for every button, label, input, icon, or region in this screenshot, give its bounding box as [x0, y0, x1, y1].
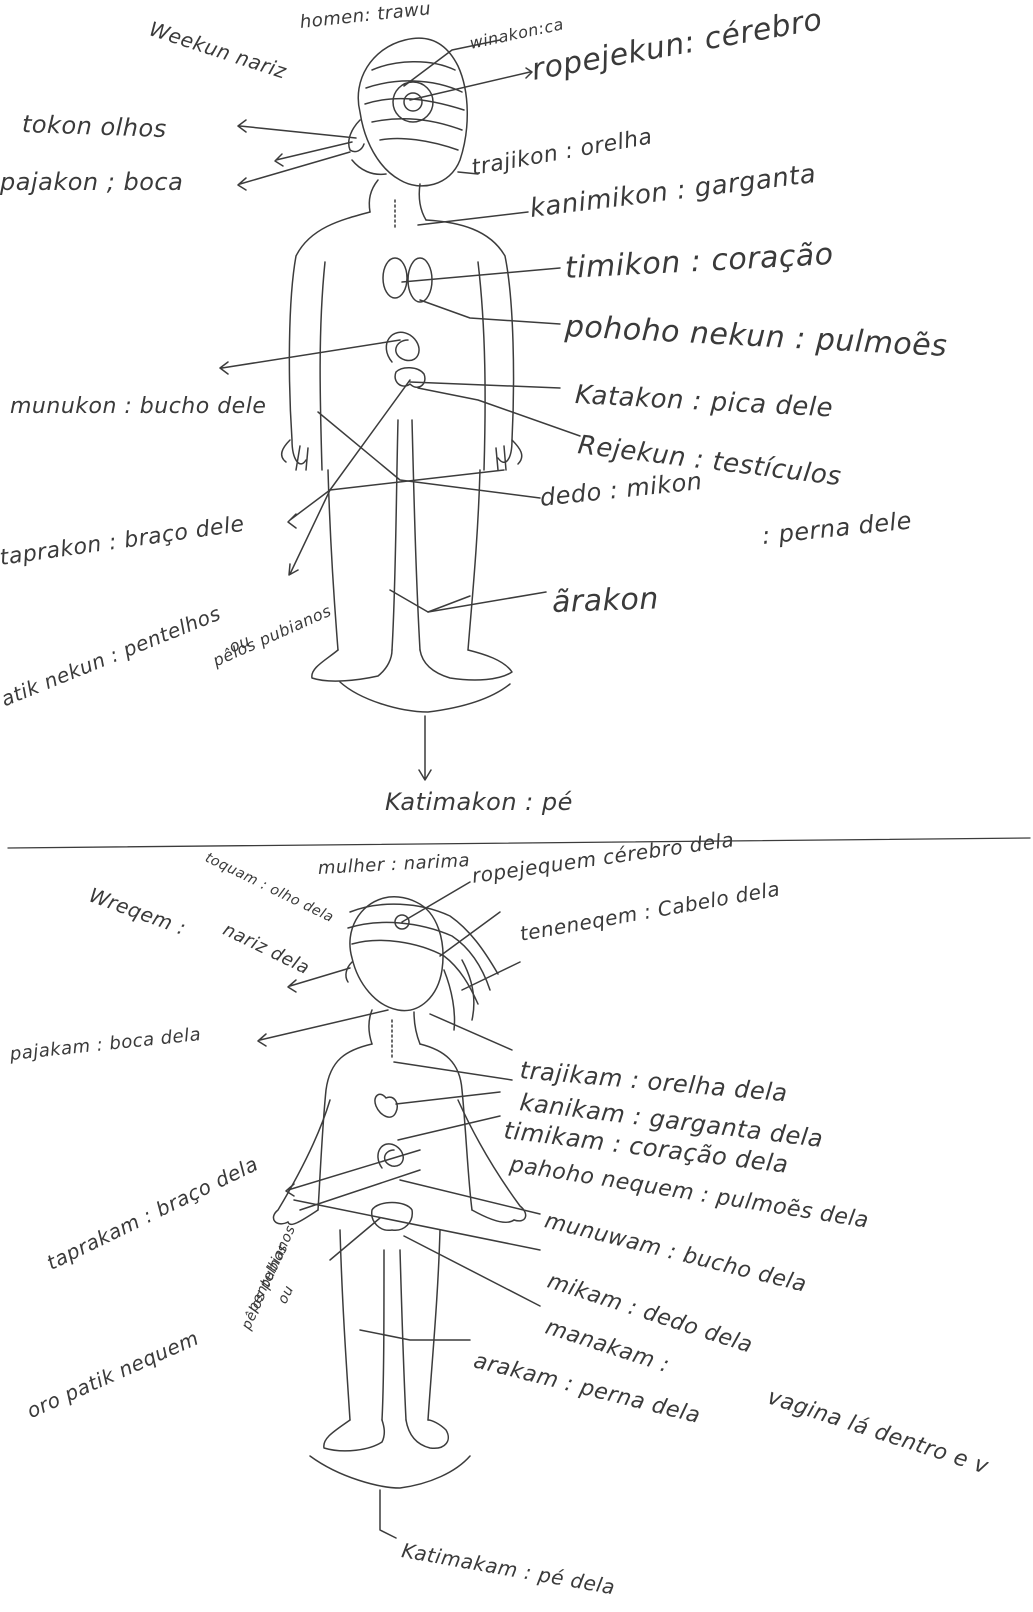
label-munukon: munukon : bucho dele	[10, 396, 266, 418]
woman-figure	[258, 882, 540, 1538]
label-katimakon: Katimakon : pé	[385, 790, 573, 814]
label-tokon: tokon olhos	[22, 112, 168, 141]
label-arakon: ãrakon	[551, 584, 659, 618]
label-pajakon: pajakon ; boca	[0, 170, 183, 194]
section-divider	[8, 838, 1030, 848]
